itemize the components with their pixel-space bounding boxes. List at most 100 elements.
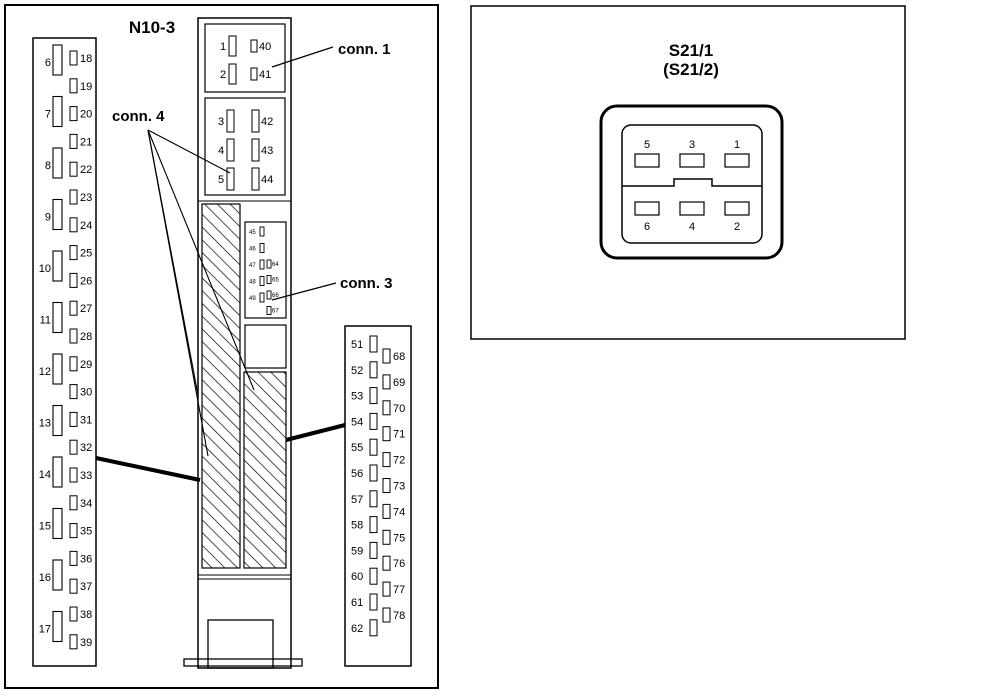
conn3-pin-terminal: [259, 292, 265, 303]
conn3-pin-terminal: [266, 290, 272, 300]
switch-title: S21/1: [669, 41, 713, 60]
left-strip-pin-label: 36: [80, 553, 92, 565]
left-strip-pin-terminal: [69, 189, 78, 205]
left-strip-group-label: 15: [39, 521, 51, 533]
left-strip-group-label: 12: [39, 366, 51, 378]
right-strip-pin-label: 53: [351, 391, 363, 403]
right-strip-pin-terminal: [382, 503, 391, 519]
left-strip-pin-terminal: [69, 550, 78, 566]
switch-pin-terminal: [724, 153, 750, 168]
left-strip-pin-terminal: [69, 50, 78, 66]
switch-connector-outer: [599, 104, 784, 260]
left-strip-group-label: 7: [45, 109, 51, 121]
right-strip-pin-label: 54: [351, 416, 363, 428]
left-strip-group-terminal: [52, 353, 63, 385]
conn1-pin-label: 40: [259, 41, 271, 53]
left-strip-group-terminal: [52, 198, 63, 231]
left-strip-pin-terminal: [69, 495, 78, 511]
right-strip-pin-label: 78: [393, 610, 405, 622]
conn1-pin-label: 41: [259, 69, 271, 81]
left-strip-pin-label: 20: [80, 109, 92, 121]
right-strip-pin-label: 60: [351, 571, 363, 583]
right-strip-pin-label: 73: [393, 481, 405, 493]
switch-pin-terminal: [679, 201, 705, 216]
right-strip-link: [285, 423, 346, 442]
left-strip-group-terminal: [52, 147, 63, 179]
conn1-pin-terminal: [228, 35, 237, 57]
right-strip-pin-terminal: [382, 348, 391, 364]
left-strip-pin-label: 18: [80, 53, 92, 65]
right-strip-pin-terminal: [369, 619, 378, 637]
left-strip-pin-terminal: [69, 328, 78, 344]
left-strip-pin-label: 37: [80, 581, 92, 593]
conn4-pin-label: 42: [261, 116, 273, 128]
conn4-pin-terminal: [226, 167, 235, 191]
central-module: [183, 17, 303, 669]
conn1-pin-label: 1: [220, 41, 226, 53]
left-strip-pin-terminal: [69, 467, 78, 483]
right-strip-pin-terminal: [369, 438, 378, 456]
switch-pin-terminal: [634, 153, 660, 168]
left-strip-pin-terminal: [69, 300, 78, 316]
left-strip-group-terminal: [52, 44, 63, 76]
hatched-area-left: [201, 203, 241, 569]
conn3-pin-label: 49: [249, 296, 256, 302]
left-strip-group-terminal: [52, 507, 63, 540]
conn4-block: [204, 97, 286, 196]
switch-pin-terminal: [679, 153, 705, 168]
conn3-pin-label: 46: [249, 247, 256, 253]
left-strip-link: [95, 456, 201, 482]
conn3-label: conn. 3: [340, 275, 393, 292]
right-strip-pin-terminal: [382, 555, 391, 571]
right-strip-pin-terminal: [369, 361, 378, 379]
right-strip-pin-label: 58: [351, 520, 363, 532]
conn4-pin-terminal: [226, 109, 235, 133]
conn4-pin-label: 4: [218, 145, 224, 157]
right-strip-pin-terminal: [369, 541, 378, 559]
conn3-leader: [271, 282, 337, 301]
left-strip-pin-label: 39: [80, 637, 92, 649]
right-strip-pin-label: 76: [393, 558, 405, 570]
left-figure-frame: [4, 4, 439, 689]
left-strip-pin-label: 26: [80, 275, 92, 287]
conn1-pin-terminal: [228, 63, 237, 85]
left-strip-pin-label: 38: [80, 609, 92, 621]
left-strip-pin-terminal: [69, 634, 78, 650]
conn4-leader-a: [147, 129, 231, 174]
left-strip-pin-terminal: [69, 439, 78, 455]
right-strip-pin-terminal: [369, 387, 378, 405]
left-strip-pin-label: 25: [80, 248, 92, 260]
left-strip-group-label: 6: [45, 57, 51, 69]
left-strip-group-label: 14: [39, 469, 51, 481]
switch-connector-inner: [621, 124, 763, 244]
left-strip-pin-label: 27: [80, 303, 92, 315]
conn1-pin-label: 2: [220, 69, 226, 81]
left-strip-pin-label: 23: [80, 192, 92, 204]
right-strip-pin-label: 52: [351, 365, 363, 377]
conn4-pin-terminal: [251, 138, 260, 162]
left-strip-pin-terminal: [69, 217, 78, 233]
connector-key: [622, 178, 762, 187]
conn4-pin-terminal: [251, 109, 260, 133]
left-strip-pin-label: 21: [80, 136, 92, 148]
left-pin-strip: [32, 37, 97, 667]
conn3-pin-terminal: [266, 275, 272, 284]
left-strip-pin-terminal: [69, 161, 78, 177]
left-strip-pin-terminal: [69, 133, 78, 149]
right-strip-pin-label: 61: [351, 597, 363, 609]
left-strip-pin-terminal: [69, 384, 78, 400]
conn3-pin-terminal: [259, 226, 265, 237]
left-strip-pin-label: 22: [80, 164, 92, 176]
conn4-pin-label: 44: [261, 174, 273, 186]
left-strip-group-label: 10: [39, 263, 51, 275]
left-strip-group-label: 13: [39, 418, 51, 430]
right-strip-pin-label: 56: [351, 468, 363, 480]
conn4-pin-label: 43: [261, 145, 273, 157]
right-strip-pin-label: 72: [393, 455, 405, 467]
right-strip-pin-terminal: [369, 412, 378, 430]
hatched-area-right: [243, 371, 287, 569]
left-figure: N10-3 6789101112131415161718192021222324…: [4, 4, 439, 689]
left-strip-group-label: 11: [40, 315, 51, 327]
switch-pin-terminal: [634, 201, 660, 216]
